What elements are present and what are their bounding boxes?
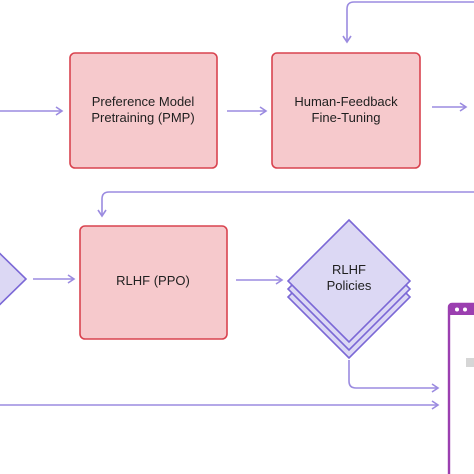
hf-label-line2: Fine-Tuning	[312, 110, 381, 125]
hf-box: Human-Feedback Fine-Tuning	[271, 52, 421, 169]
pmp-label-line2: Pretraining (PMP)	[91, 110, 194, 125]
window-dot-icon	[463, 307, 467, 312]
policies-label-line1: RLHF	[332, 262, 366, 277]
arrow-feedback-into-hf	[342, 1, 474, 44]
hf-label-line1: Human-Feedback	[294, 94, 398, 109]
window-content-block	[466, 358, 474, 367]
window-dot-icon	[455, 307, 459, 312]
partial-diamond-left	[0, 252, 28, 306]
pmp-label-line1: Preference Model	[92, 94, 195, 109]
rlhf-policies-stack: RLHF Policies	[286, 218, 412, 360]
window-frame	[447, 302, 474, 474]
policies-label-line2: Policies	[327, 278, 372, 293]
rlhf-ppo-label: RLHF (PPO)	[116, 273, 190, 288]
arrow-loop-into-ppo	[97, 191, 474, 218]
arrow-policies-to-eval	[348, 360, 440, 393]
rlhf-ppo-box: RLHF (PPO)	[79, 225, 228, 340]
pmp-box: Preference Model Pretraining (PMP)	[69, 52, 218, 169]
